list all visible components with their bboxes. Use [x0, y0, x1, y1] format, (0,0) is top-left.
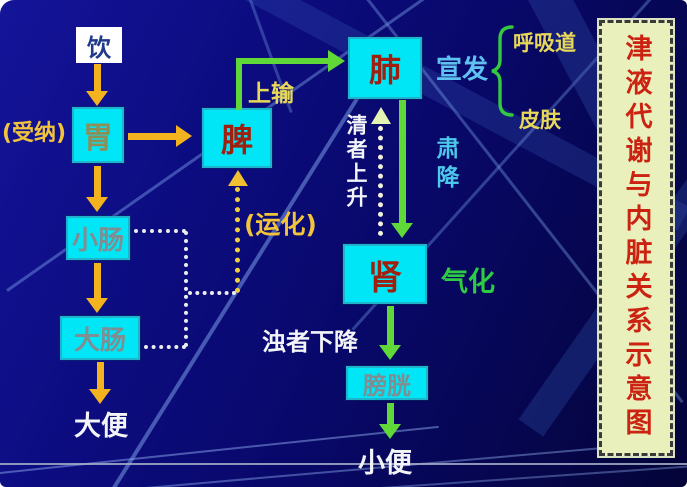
label-clear-ascends: 清者上升: [344, 114, 368, 210]
arrow-spleen-to-lung-head-icon: [328, 50, 345, 72]
label-shangshu: 上输: [248, 81, 294, 107]
dotted-yunhua-head-icon: [228, 170, 248, 186]
node-large-intestine-label: 大肠: [73, 325, 126, 356]
node-drink: 饮: [76, 27, 122, 63]
arrow-small-to-large-intestine-icon: [86, 263, 108, 313]
arrow-bladder-to-urine-icon: [379, 403, 401, 439]
arrow-kidney-to-bladder-icon: [379, 306, 401, 360]
dotted-large-intestine-connector: [144, 345, 186, 349]
title-banner-text: 津液代谢与内脏关系示意图: [620, 34, 652, 442]
curly-brace-icon: [491, 25, 514, 117]
node-spleen-label: 脾: [220, 121, 253, 159]
dotted-connector-mid: [188, 291, 236, 295]
node-bladder: 膀胱: [346, 366, 428, 400]
node-small-intestine: 小肠: [66, 216, 130, 260]
arrow-drink-to-stomach-icon: [86, 64, 108, 106]
label-qihua: 气化: [441, 267, 495, 298]
arrow-clear-ascends-shaft: [378, 126, 383, 236]
dotted-yunhua-shaft: [235, 187, 240, 293]
label-yunhua: (运化): [244, 210, 317, 239]
slide-edge-line: [0, 463, 687, 465]
node-kidney-label: 肾: [368, 257, 402, 298]
label-xuanfa: 宣发: [436, 55, 489, 85]
arrow-clear-ascends-head-icon: [371, 107, 391, 124]
label-stool: 大便: [74, 411, 128, 442]
node-drink-label: 饮: [87, 33, 111, 62]
node-stomach-label: 胃: [83, 121, 113, 156]
node-kidney: 肾: [343, 244, 427, 304]
label-skin: 皮肤: [519, 108, 561, 132]
node-large-intestine: 大肠: [60, 316, 140, 360]
arrow-spleen-to-lung-elbow: [236, 58, 242, 110]
node-small-intestine-label: 小肠: [71, 225, 124, 256]
label-sujiang: 肃降: [432, 136, 458, 194]
node-bladder-label: 膀胱: [363, 371, 411, 400]
label-turbid-descends: 浊者下降: [262, 328, 358, 356]
dotted-connector-vertical: [184, 231, 188, 347]
arrow-large-intestine-to-stool-icon: [89, 362, 111, 404]
dotted-small-intestine-connector: [134, 229, 186, 233]
label-shouna: (受纳): [2, 121, 67, 146]
node-lung: 肺: [348, 37, 422, 99]
arrow-stomach-to-small-intestine-icon: [86, 166, 108, 212]
node-spleen: 脾: [202, 108, 272, 168]
arrow-stomach-to-spleen-icon: [128, 125, 192, 147]
label-respiratory-tract: 呼吸道: [513, 31, 576, 55]
title-banner: 津液代谢与内脏关系示意图: [599, 20, 673, 456]
node-lung-label: 肺: [368, 51, 401, 89]
node-stomach: 胃: [72, 107, 124, 163]
arrow-lung-to-kidney-icon: [391, 100, 413, 238]
arrow-spleen-to-lung-shaft: [236, 58, 330, 64]
bg-streak: [60, 445, 620, 487]
label-urine: 小便: [358, 448, 412, 479]
